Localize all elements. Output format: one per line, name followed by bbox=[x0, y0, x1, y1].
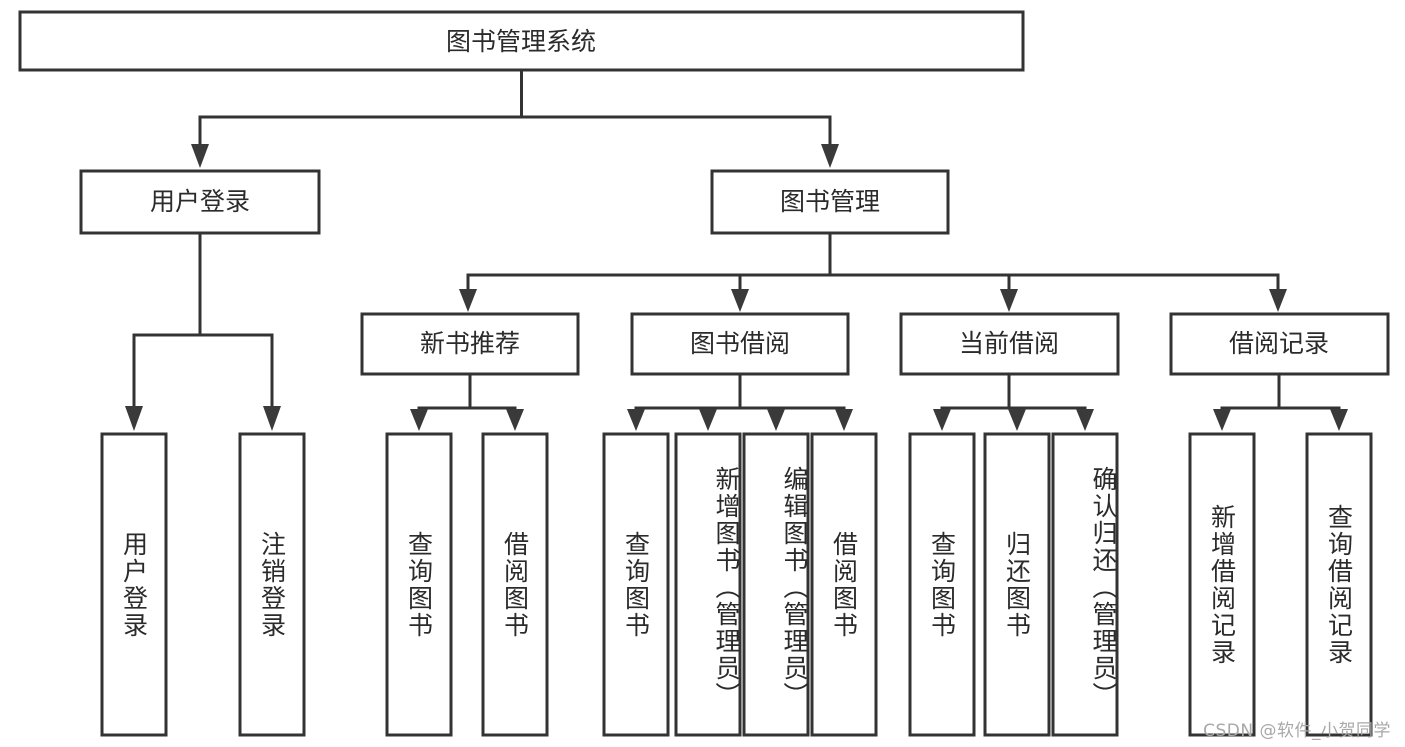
node-current-borrow[interactable]: 当前借阅 bbox=[899, 312, 1120, 376]
edge-group-borrow-records-children bbox=[1213, 372, 1348, 431]
arrow-head-leaf-user-logout bbox=[263, 406, 281, 431]
node-box-leaf-query-book-1[interactable] bbox=[385, 432, 453, 737]
arrow-head-leaf-query-book-2 bbox=[627, 409, 645, 431]
arrow-head-leaf-query-book-3 bbox=[933, 409, 951, 431]
arrow-head-current-borrow bbox=[1000, 289, 1018, 312]
node-box-current-borrow[interactable] bbox=[899, 312, 1120, 376]
node-box-leaf-add-record[interactable] bbox=[1188, 432, 1256, 737]
arrow-head-leaf-borrow-book-1 bbox=[506, 409, 524, 431]
node-box-leaf-user-login[interactable] bbox=[100, 432, 168, 737]
node-box-leaf-add-book[interactable] bbox=[674, 432, 742, 737]
node-box-leaf-borrow-book-1[interactable] bbox=[481, 432, 549, 737]
node-box-leaf-query-record[interactable] bbox=[1305, 432, 1373, 737]
node-label-book-management: 图书管理 bbox=[780, 187, 880, 216]
node-label-root: 图书管理系统 bbox=[446, 27, 596, 56]
edge-group-book-borrow-children bbox=[627, 372, 853, 431]
arrow-head-leaf-edit-book bbox=[767, 409, 785, 431]
node-book-borrow[interactable]: 图书借阅 bbox=[630, 312, 850, 376]
edge-group-new-book-recommend-children bbox=[410, 372, 524, 431]
node-box-leaf-edit-book[interactable] bbox=[742, 432, 810, 737]
arrow-head-leaf-confirm-return bbox=[1076, 409, 1094, 431]
node-box-user-login[interactable] bbox=[79, 169, 321, 235]
arrow-head-leaf-query-record bbox=[1330, 409, 1348, 431]
node-box-borrow-records[interactable] bbox=[1169, 312, 1390, 376]
node-label-current-borrow: 当前借阅 bbox=[959, 329, 1059, 358]
leaf-boxes bbox=[100, 432, 1373, 737]
node-box-leaf-user-logout[interactable] bbox=[238, 432, 306, 737]
node-box-book-management[interactable] bbox=[710, 169, 950, 235]
arrow-head-new-book-recommend bbox=[459, 289, 477, 312]
node-box-leaf-query-book-2[interactable] bbox=[602, 432, 670, 737]
edge-group-current-borrow-children bbox=[933, 372, 1094, 431]
node-box-leaf-return-book[interactable] bbox=[983, 432, 1051, 737]
node-box-leaf-query-book-3[interactable] bbox=[908, 432, 976, 737]
node-book-management[interactable]: 图书管理 bbox=[710, 169, 950, 235]
node-user-login[interactable]: 用户登录 bbox=[79, 169, 321, 235]
arrow-head-book-management bbox=[821, 144, 839, 168]
node-root[interactable]: 图书管理系统 bbox=[18, 10, 1025, 72]
arrow-head-borrow-records bbox=[1269, 289, 1287, 312]
arrow-head-book-borrow bbox=[731, 289, 749, 312]
watermark-text: CSDN @软件_小贺同学 bbox=[1203, 721, 1391, 741]
node-box-root[interactable] bbox=[18, 10, 1025, 72]
arrow-head-leaf-borrow-book-2 bbox=[835, 409, 853, 431]
arrow-head-leaf-return-book bbox=[1008, 409, 1026, 431]
arrow-head-leaf-add-record bbox=[1213, 409, 1231, 431]
arrow-head-user-login bbox=[191, 144, 209, 168]
edge-group-book-management-children bbox=[459, 231, 1287, 312]
arrow-head-leaf-add-book bbox=[699, 409, 717, 431]
node-borrow-records[interactable]: 借阅记录 bbox=[1169, 312, 1390, 376]
node-label-user-login: 用户登录 bbox=[150, 187, 250, 216]
node-box-leaf-confirm-return[interactable] bbox=[1051, 432, 1119, 737]
edge-group-user-login-children bbox=[125, 231, 281, 431]
node-label-borrow-records: 借阅记录 bbox=[1229, 329, 1329, 358]
node-new-book-recommend[interactable]: 新书推荐 bbox=[360, 312, 580, 376]
node-box-new-book-recommend[interactable] bbox=[360, 312, 580, 376]
node-label-new-book-recommend: 新书推荐 bbox=[420, 329, 520, 358]
arrow-head-leaf-user-login bbox=[125, 406, 143, 431]
edge-group-root-to-level2 bbox=[191, 68, 839, 168]
node-box-leaf-borrow-book-2[interactable] bbox=[810, 432, 878, 737]
node-label-book-borrow: 图书借阅 bbox=[690, 329, 790, 358]
arrow-head-leaf-query-book-1 bbox=[410, 409, 428, 431]
node-box-book-borrow[interactable] bbox=[630, 312, 850, 376]
